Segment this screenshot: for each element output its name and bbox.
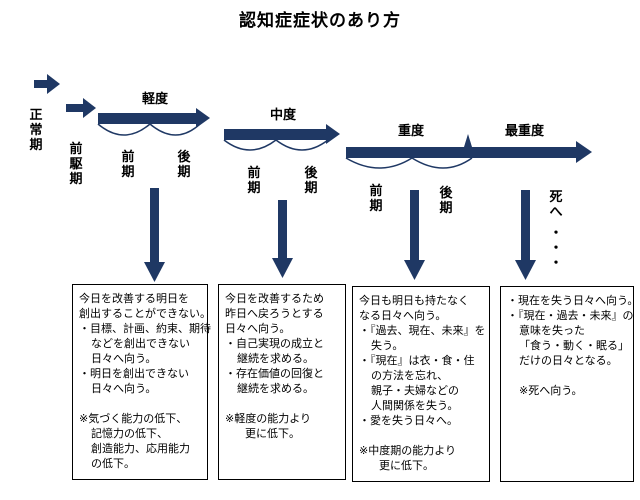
description-line: 日々へ向う。 [91, 352, 157, 365]
severe-down-arrow [404, 190, 425, 280]
description-line: 記憶力の低下、 [91, 427, 168, 440]
description-line: ・愛を失う日々へ。 [359, 414, 458, 427]
description-line: ・『現在・過去・未来』の [507, 309, 634, 322]
description-line: 昨日へ戻ろうとする [225, 307, 324, 320]
severe-late-text: 後期 [439, 186, 453, 216]
mild-late-label: 後期 [176, 150, 192, 180]
label-prodromal: 前駆期 [68, 142, 84, 187]
label-normal: 正常期 [28, 108, 44, 153]
mild-late-text: 後期 [177, 150, 191, 180]
description-line: ・存在価値の回復と [225, 367, 324, 380]
description-line: 日々へ向う。 [91, 382, 157, 395]
diagram-title: 認知症症状のあり方 [239, 11, 401, 31]
normal-stage-arrow [34, 74, 60, 94]
description-line: 更に低下。 [245, 427, 300, 440]
description-line: 失う。 [371, 339, 404, 352]
moderate-early-text: 前期 [247, 166, 261, 196]
description-line: 創出することができない。 [79, 307, 211, 320]
label-severe: 重度 [398, 124, 425, 139]
mild-early-label: 前期 [120, 150, 136, 180]
description-line: 創造能力、応用能力 [91, 442, 190, 455]
description-line: なる日々へ向う。 [359, 309, 447, 322]
description-line: 今日を改善するため [225, 292, 324, 305]
severe-stage-arrow [345, 134, 592, 169]
description-line: 意味を失った [519, 324, 585, 337]
mild-description-box: 今日を改善する明日を創出することができない。・目標、計画、約束、期待などを創出で… [72, 284, 211, 480]
severe-early-text: 前期 [369, 184, 383, 214]
description-line: ・現在を失う日々へ向う。 [507, 294, 639, 307]
mild-down-arrow [144, 188, 165, 282]
description-line: 継続を求める。 [237, 382, 314, 395]
moderate-early-label: 前期 [246, 166, 262, 196]
description-line [225, 396, 341, 411]
description-line: 人間関係を失う。 [371, 399, 459, 412]
severe-early-label: 前期 [368, 184, 384, 214]
description-line: ※中度期の能力より [359, 444, 456, 457]
most-severe-down-arrow [515, 190, 536, 280]
label-death: 死へ [548, 190, 564, 220]
description-line [79, 396, 203, 411]
description-line: ・自己実現の成立と [225, 337, 324, 350]
mild-early-text: 前期 [121, 150, 135, 180]
moderate-stage-arrow [223, 124, 340, 151]
label-most-severe: 最重度 [505, 124, 545, 139]
description-line: ※軽度の能力より [225, 412, 311, 425]
description-line: 今日を改善する明日を [79, 292, 189, 305]
description-line: 日々へ向う。 [225, 322, 291, 335]
description-line: 継続を求める。 [237, 352, 314, 365]
prodromal-stage-arrow [66, 98, 96, 118]
description-line: だけの日々となる。 [519, 354, 618, 367]
description-line: 「食う・動く・眠る」 [519, 339, 629, 352]
description-line: 更に低下。 [379, 459, 434, 472]
description-line: の方法を忘れ、 [371, 369, 449, 382]
most-severe-description-box: ・現在を失う日々へ向う。・『現在・過去・未来』の意味を失った「食う・動く・眠る」… [500, 286, 639, 482]
label-death-text: 死へ [549, 190, 563, 220]
mild-stage-arrow [97, 108, 210, 136]
description-line: ・『現在』は衣・食・住 [359, 354, 475, 367]
severe-description-box: 今日も明日も持たなくなる日々へ向う。・『過去、現在、未来』を失う。・『現在』は衣… [352, 286, 490, 482]
description-line: ・『過去、現在、未来』を [359, 324, 486, 337]
label-mild: 軽度 [142, 92, 169, 107]
severe-late-label: 後期 [438, 186, 454, 216]
description-line: ※死へ向う。 [519, 384, 583, 397]
label-moderate: 中度 [270, 108, 297, 123]
label-dots: ・・・ [548, 226, 564, 271]
moderate-late-label: 後期 [303, 166, 319, 196]
label-normal-text: 正常期 [29, 108, 43, 153]
description-line: ・明日を創出できない [79, 367, 189, 380]
description-line [507, 368, 629, 383]
description-line: などを創出できない [91, 337, 190, 350]
moderate-down-arrow [272, 200, 293, 278]
description-line [359, 428, 485, 443]
label-prodromal-text: 前駆期 [69, 142, 83, 187]
moderate-late-text: 後期 [304, 166, 318, 196]
description-line: 親子・夫婦などの [371, 384, 459, 397]
label-dots-text: ・・・ [549, 226, 563, 271]
moderate-description-box: 今日を改善するため昨日へ戻ろうとする日々へ向う。・自己実現の成立と継続を求める。… [218, 284, 346, 480]
description-line: の低下。 [91, 457, 135, 470]
description-line: ・目標、計画、約束、期待 [79, 322, 211, 335]
description-line: 今日も明日も持たなく [359, 294, 469, 307]
description-line: ※気づく能力の低下、 [79, 412, 188, 425]
